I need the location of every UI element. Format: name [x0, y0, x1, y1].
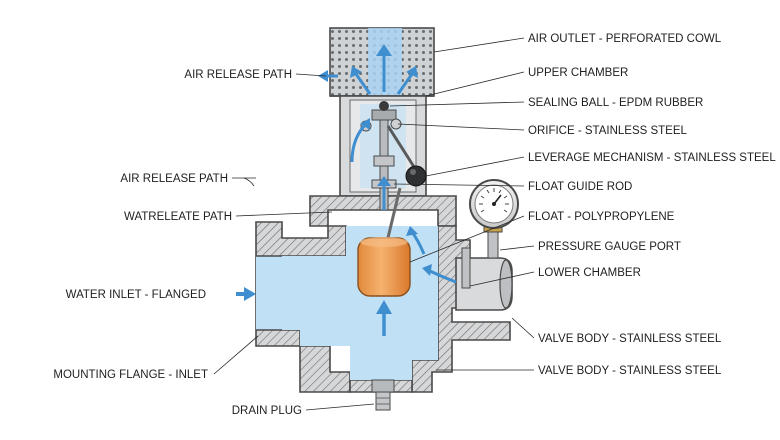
label-float: FLOAT - POLYPROPYLENE [528, 211, 675, 223]
label-drain-plug: DRAIN PLUG [232, 405, 302, 417]
leverage-mechanism [384, 125, 427, 247]
perforated-cowl [329, 27, 435, 97]
drain-plug [371, 379, 395, 411]
callout-labels: AIR OUTLET - PERFORATED COWL UPPER CHAMB… [53, 33, 776, 417]
label-air-release-top: AIR RELEASE PATH [184, 69, 292, 81]
arrow-up-icon [396, 73, 414, 95]
pressure-gauge-icon [469, 179, 519, 229]
label-sealing-ball: SEALING BALL - EPDM RUBBER [528, 97, 703, 109]
arrow-up-icon [354, 73, 372, 95]
label-lower-chamber: LOWER CHAMBER [538, 267, 641, 279]
label-orifice: ORIFICE - STAINLESS STEEL [528, 125, 688, 137]
sealing-ball [379, 101, 389, 111]
leader-lines [213, 37, 535, 411]
label-upper-chamber: UPPER CHAMBER [528, 67, 628, 79]
label-water-release: WATRELEATE PATH [124, 211, 232, 223]
arrow-up-icon [350, 122, 368, 163]
label-air-outlet: AIR OUTLET - PERFORATED COWL [528, 33, 722, 45]
float [357, 237, 411, 297]
label-mounting-flange: MOUNTING FLANGE - INLET [53, 369, 208, 381]
label-leverage-mechanism: LEVERAGE MECHANISM - STAINLESS STEEL [528, 152, 776, 164]
label-gauge-port: PRESSURE GAUGE PORT [538, 241, 681, 253]
label-float-guide-rod: FLOAT GUIDE ROD [528, 181, 632, 193]
flow-arrows [236, 44, 457, 336]
label-water-inlet: WATER INLET - FLANGED [66, 289, 206, 301]
label-valve-body-2: VALVE BODY - STAINLESS STEEL [538, 365, 722, 377]
gauge-port-boss [455, 223, 513, 311]
label-air-release-mid: AIR RELEASE PATH [120, 173, 228, 185]
label-valve-body-1: VALVE BODY - STAINLESS STEEL [538, 333, 722, 345]
